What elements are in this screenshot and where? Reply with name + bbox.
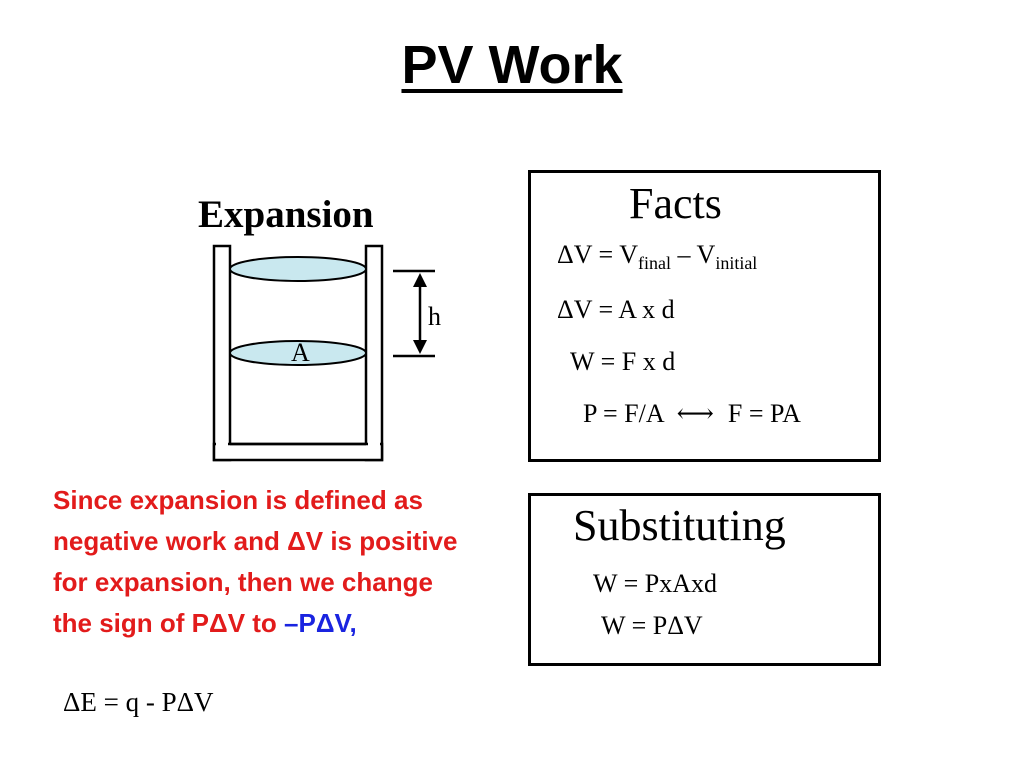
container-right-wall [364, 244, 384, 462]
container-bottom [212, 442, 384, 462]
delta-v-definition: ΔV = Vfinal – Vinitial [557, 240, 758, 273]
substituting-box: Substituting W = PxAxd W = PΔV [528, 493, 881, 666]
explanation-text: Since expansion is defined as negative w… [53, 485, 458, 638]
expansion-label: Expansion [198, 193, 374, 236]
slide-title: PV Work [401, 35, 623, 95]
top-surface-ellipse [229, 256, 367, 282]
energy-equation: ΔE = q - PΔV [63, 687, 214, 717]
substituted-work-equation: W = PxAxd [593, 569, 717, 598]
height-arrow-up [413, 273, 427, 287]
area-label: A [291, 338, 310, 367]
pv-work-equation: W = PΔV [601, 611, 703, 640]
height-arrow-down [413, 340, 427, 354]
double-arrow-icon: ⟷ [676, 399, 714, 428]
pressure-equation: P = F/A⟷F = PA [583, 399, 801, 428]
facts-box: Facts ΔV = Vfinal – Vinitial ΔV = A x d … [528, 170, 881, 462]
facts-title: Facts [629, 179, 722, 228]
negative-pv-highlight: –PΔV, [284, 608, 357, 638]
work-force-equation: W = F x d [570, 347, 676, 376]
height-label: h [428, 302, 441, 331]
substituting-title: Substituting [573, 501, 786, 550]
container-left-wall [212, 244, 232, 462]
delta-v-area-equation: ΔV = A x d [557, 295, 675, 324]
piston-surface-ellipse [229, 340, 367, 366]
